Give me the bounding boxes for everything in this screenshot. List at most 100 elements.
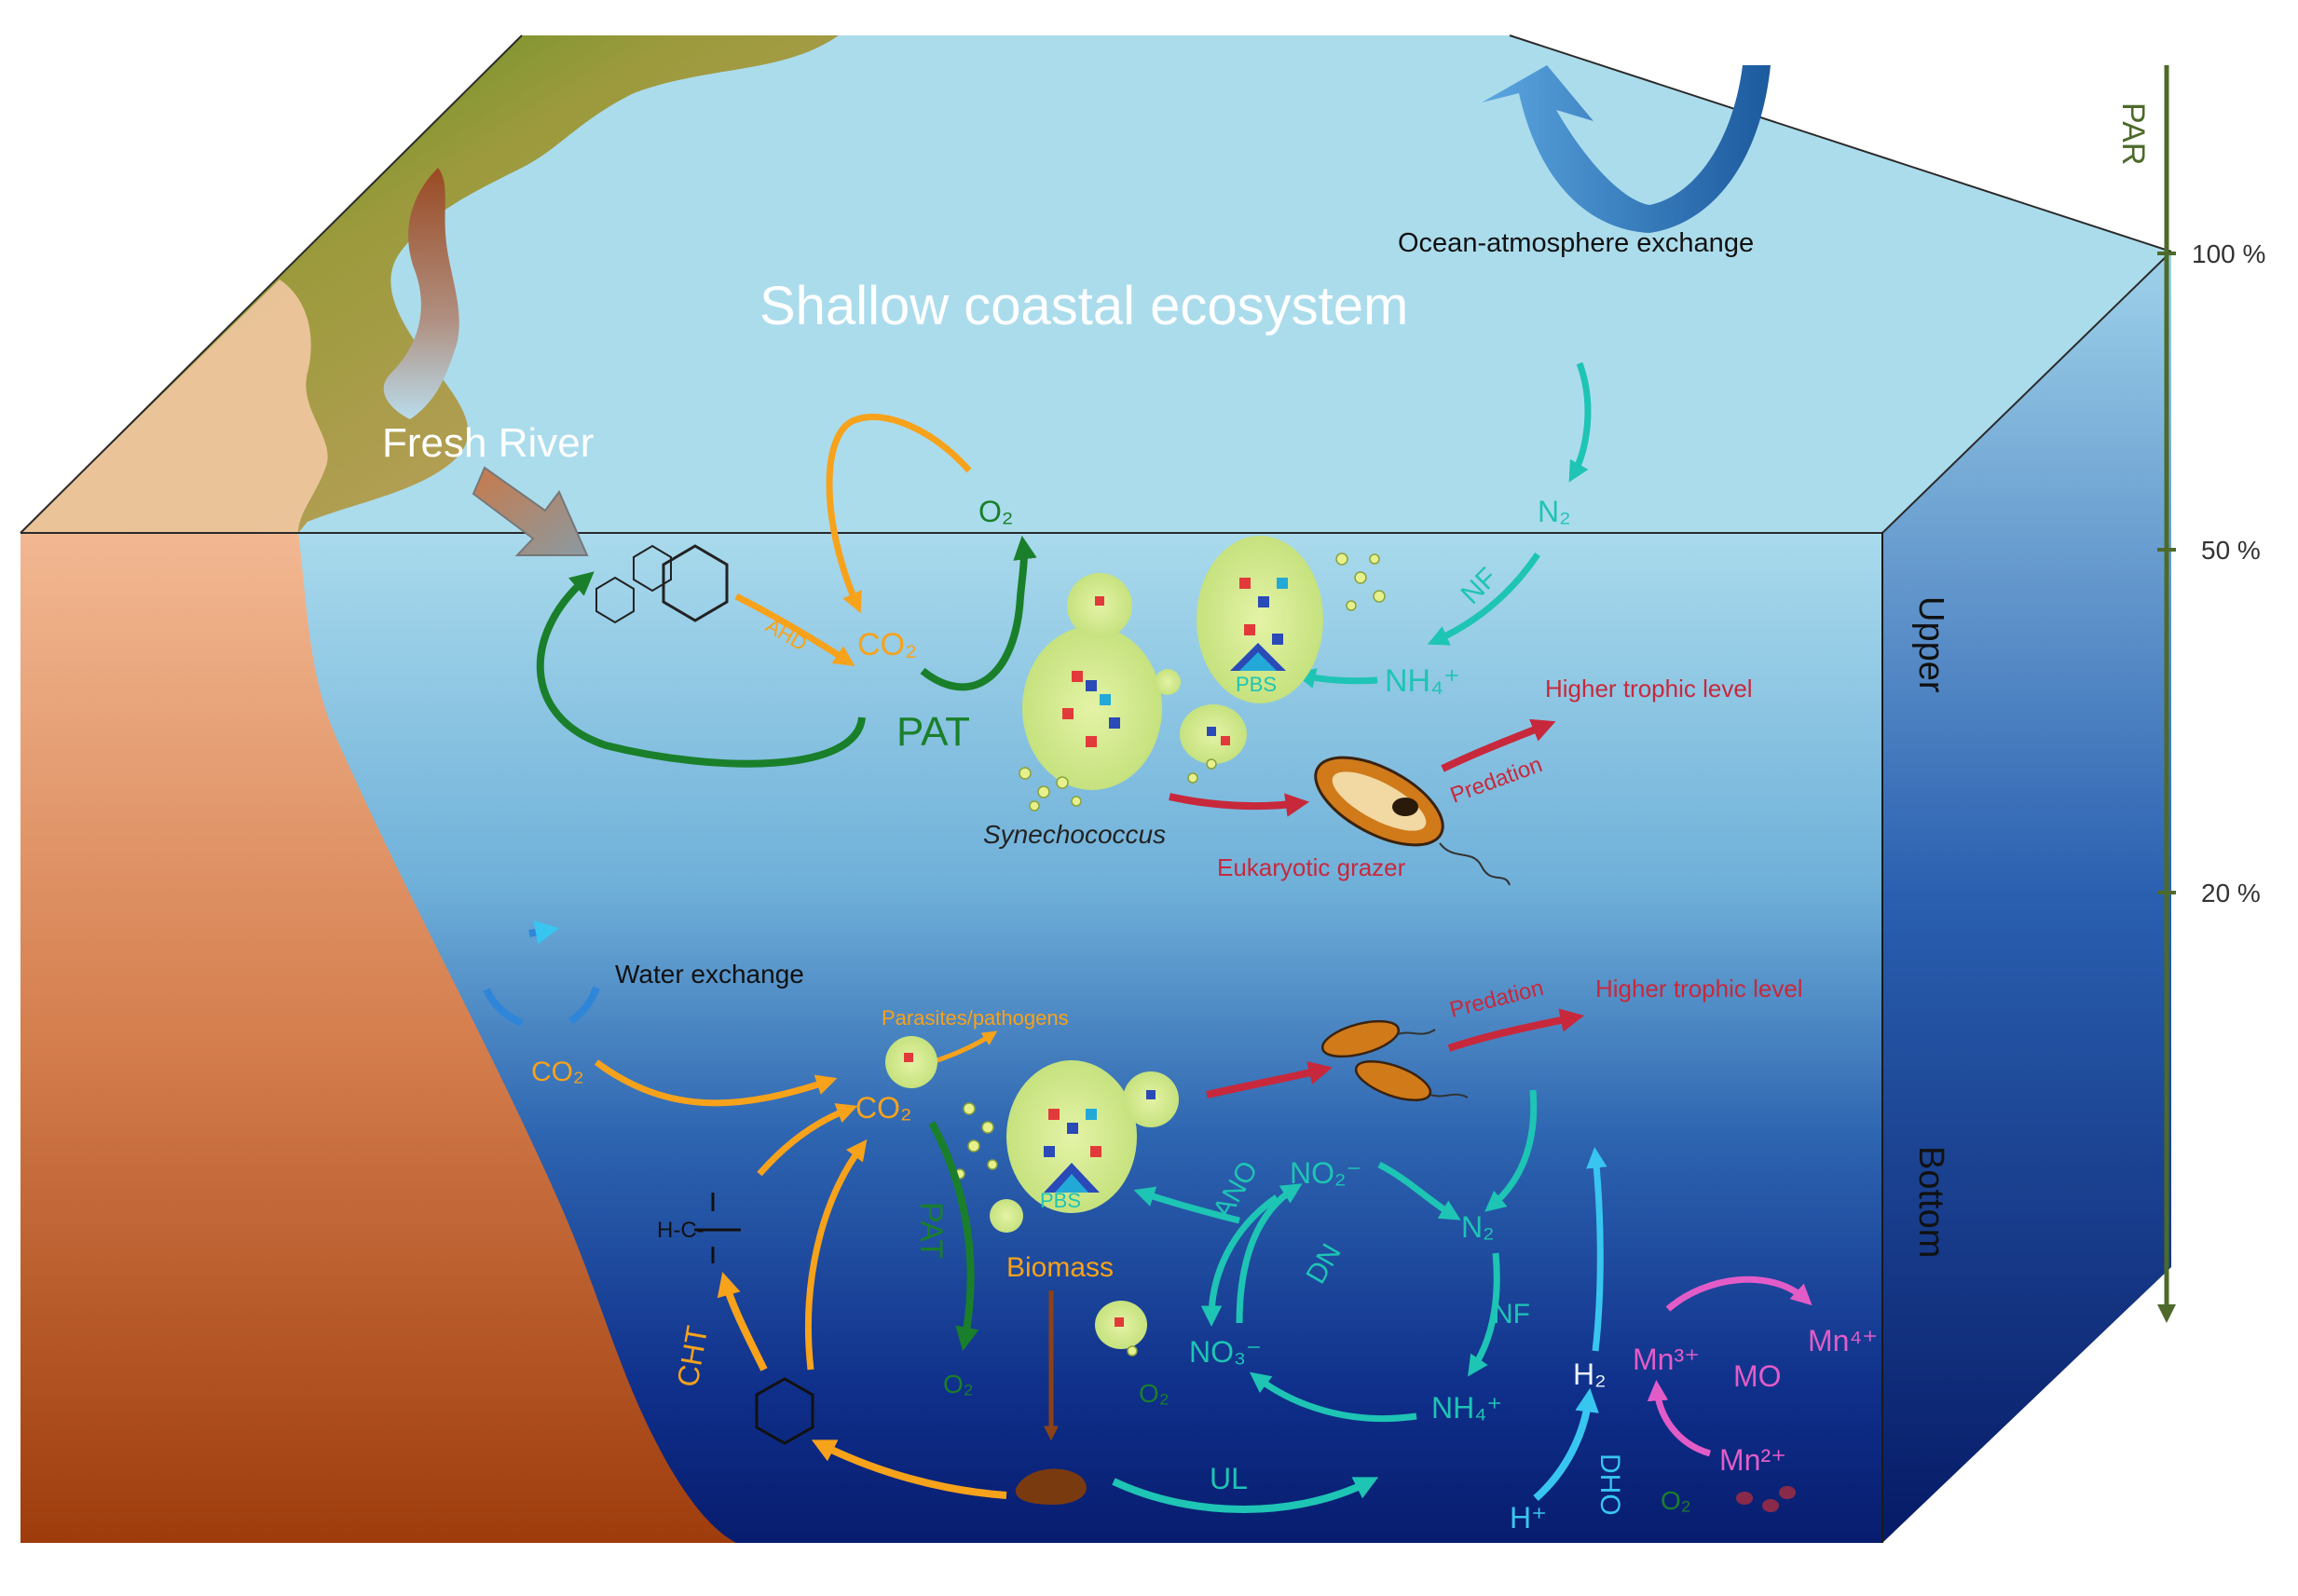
cell-large-bottom bbox=[1006, 1060, 1137, 1213]
mn3-label: Mn³⁺ bbox=[1633, 1343, 1700, 1376]
synechococcus-label: Synechococcus bbox=[983, 820, 1166, 849]
ocean-atmosphere-exchange-arrow bbox=[1482, 65, 1771, 233]
arrow-atmosphere-to-n2 bbox=[1568, 361, 1592, 483]
cell-tiny-upper bbox=[1155, 669, 1181, 695]
water-surface bbox=[21, 35, 2171, 533]
o2-mn-label: O₂ bbox=[1661, 1486, 1691, 1515]
sediment-organic-matter bbox=[1015, 1468, 1087, 1505]
grazer-label: Eukaryotic grazer bbox=[1217, 853, 1406, 881]
mo-label: MO bbox=[1733, 1359, 1782, 1393]
bottom-no2-label: NO₂⁻ bbox=[1290, 1156, 1361, 1190]
mn4-label: Mn⁴⁺ bbox=[1808, 1324, 1878, 1357]
upper-pat-label: PAT bbox=[896, 709, 970, 755]
par-axis-label: PAR bbox=[2115, 102, 2151, 165]
par-tick-label-100: 100 % bbox=[2192, 239, 2265, 268]
upper-o2-label: O₂ bbox=[978, 495, 1013, 528]
aromatic-compound-icon bbox=[595, 544, 729, 624]
bottom-higher-trophic-label: Higher trophic level bbox=[1595, 975, 1803, 1003]
bottom-no3-label: NO₃⁻ bbox=[1189, 1335, 1262, 1369]
arrow-no2-to-n2 bbox=[1377, 1161, 1461, 1221]
ul-label: UL bbox=[1210, 1462, 1248, 1495]
pbs-fan-bottom bbox=[1044, 1163, 1100, 1193]
biomass-label: Biomass bbox=[1006, 1252, 1114, 1283]
water-side-face bbox=[1882, 252, 2171, 1543]
mn2-label: Mn²⁺ bbox=[1719, 1443, 1786, 1477]
upper-co2-label: CO₂ bbox=[857, 627, 917, 662]
zone-bottom-label: Bottom bbox=[1911, 1146, 1950, 1258]
bottom-nh4-label: NH₄⁺ bbox=[1431, 1391, 1502, 1425]
arrow-green-loop-upper bbox=[536, 571, 866, 768]
river-inflow-arrow bbox=[472, 466, 589, 556]
arrow-ano-to-pbs bbox=[1133, 1186, 1240, 1224]
h-plus-label: H⁺ bbox=[1510, 1501, 1547, 1535]
fresh-river-label: Fresh River bbox=[382, 420, 594, 466]
diagram-title: Shallow coastal ecosystem bbox=[759, 276, 1408, 336]
upper-n2-label: N₂ bbox=[1538, 495, 1571, 528]
arrow-ul bbox=[1112, 1477, 1379, 1513]
arrow-to-parasites bbox=[931, 1030, 998, 1065]
arrow-cells-to-grazers-bottom bbox=[1206, 1061, 1333, 1098]
pbs-fan-upper bbox=[1230, 643, 1286, 671]
arrow-mn2-to-mn3 bbox=[1647, 1380, 1712, 1457]
par-tick-label-50: 50 % bbox=[2201, 536, 2261, 565]
bottom-nf-label: NF bbox=[1493, 1299, 1530, 1330]
arrow-grazers-to-n2-bottom bbox=[1484, 1089, 1538, 1212]
arrow-methane-to-co2 bbox=[757, 1103, 858, 1177]
bottom-co2-left-label: CO₂ bbox=[531, 1057, 584, 1087]
arrow-bottom-predation bbox=[1447, 1008, 1585, 1052]
arrow-co2-left-to-center bbox=[594, 1059, 838, 1107]
arrow-benzene-to-co2 bbox=[804, 1139, 868, 1371]
arrow-pat-bottom bbox=[928, 1121, 979, 1352]
par-tick-label-20: 20 % bbox=[2201, 879, 2261, 907]
h2-label: H₂ bbox=[1573, 1357, 1607, 1391]
arrow-synechococcus-to-grazer bbox=[1169, 793, 1310, 817]
benzene-bottom-icon bbox=[755, 1377, 814, 1445]
dho-label: DHO bbox=[1594, 1453, 1625, 1516]
arrow-nh4-to-no3 bbox=[1249, 1371, 1417, 1423]
arrow-pat-co2-to-o2-upper bbox=[920, 535, 1037, 691]
parasites-label: Parasites/pathogens bbox=[882, 1006, 1069, 1030]
phycobilisome-marks-bottom bbox=[904, 1053, 1156, 1327]
synechococcus-cluster-bottom bbox=[885, 1036, 1179, 1357]
phycobilisome-marks-upper bbox=[1062, 578, 1288, 747]
water-exchange-icon bbox=[483, 921, 600, 1027]
arrow-n2-to-nh4-upper bbox=[1427, 552, 1540, 646]
eukaryotic-grazer-icon bbox=[1314, 756, 1511, 886]
arrow-h-plus-to-h2 bbox=[1533, 1387, 1599, 1502]
arrow-h2-upward bbox=[1586, 1147, 1607, 1352]
upper-pbs-label: PBS bbox=[1236, 673, 1277, 696]
arrow-ahd bbox=[734, 593, 855, 666]
sediment-cross-section bbox=[21, 533, 736, 1543]
arrow-mn3-to-mn4 bbox=[1665, 1275, 1812, 1312]
zone-upper-label: Upper bbox=[1911, 596, 1950, 693]
mn-particles-icon bbox=[1736, 1486, 1796, 1512]
river bbox=[383, 168, 459, 419]
upper-nh4-label: NH₄⁺ bbox=[1385, 663, 1460, 699]
arrow-n2-to-nh4-bottom bbox=[1468, 1252, 1500, 1377]
bottom-pat-label: PAT bbox=[913, 1202, 949, 1259]
water-exchange-label: Water exchange bbox=[615, 960, 804, 989]
bottom-pbs-label: PBS bbox=[1040, 1189, 1081, 1212]
cell-large-upper bbox=[1022, 626, 1162, 790]
arrow-no3-to-no2 bbox=[1236, 1183, 1303, 1324]
methane-structure-icon bbox=[694, 1193, 741, 1263]
bottom-co2-center-label: CO₂ bbox=[855, 1091, 911, 1125]
free-cells-bottom bbox=[954, 1102, 1138, 1357]
bottom-n2-label: N₂ bbox=[1461, 1210, 1495, 1244]
block-edge-left bbox=[20, 34, 523, 534]
arrow-o2-to-co2-upper bbox=[826, 413, 972, 614]
cell-small-bottom bbox=[990, 1199, 1023, 1233]
upper-higher-trophic-label: Higher trophic level bbox=[1545, 675, 1753, 703]
arrow-nh4-to-pbs-upper bbox=[1294, 668, 1378, 689]
arrow-no2-to-no3 bbox=[1200, 1194, 1279, 1327]
free-cells-upper bbox=[1019, 552, 1386, 812]
bottom-o2-mid-label: O₂ bbox=[1139, 1379, 1170, 1408]
cell-colony-upper bbox=[1197, 536, 1323, 703]
block-edge-far bbox=[1509, 34, 2172, 252]
arrow-upper-predation bbox=[1441, 718, 1556, 772]
methane-atoms-label: H-C- bbox=[657, 1218, 704, 1243]
arrow-sediment-to-benzene bbox=[811, 1439, 1007, 1499]
arrow-cht-to-methane bbox=[717, 1272, 768, 1371]
